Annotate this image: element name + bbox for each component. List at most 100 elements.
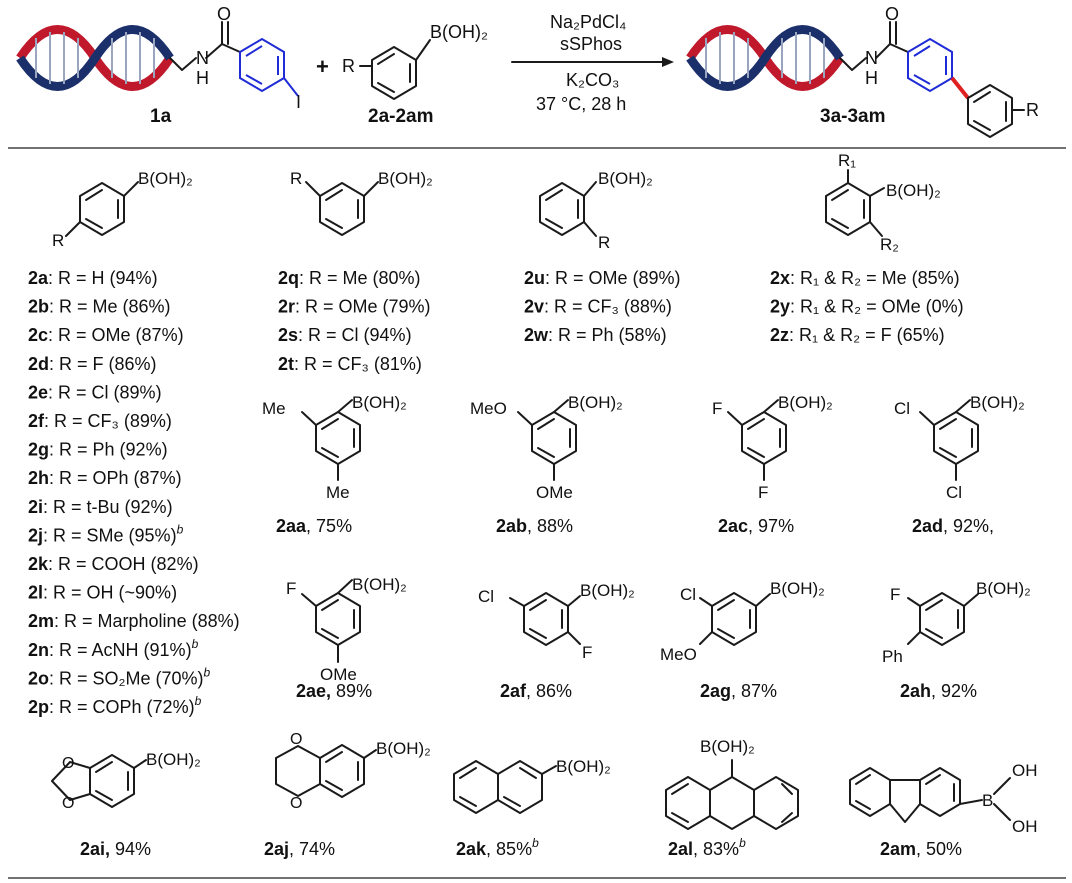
compound-2am-caption: 2am, 50% [880, 839, 962, 859]
entry-2c-text: : R = OMe (87%) [48, 325, 184, 345]
compound-2ab-structure [517, 399, 577, 481]
product-amide-n: N [865, 48, 878, 68]
entry-2y: 2y: R₁ & R₂ = OMe (0%) [770, 297, 964, 317]
meta-structure [305, 181, 379, 236]
entry-2r-text: : R = OMe (79%) [295, 297, 431, 317]
iodine-atom: I [296, 92, 301, 112]
entry-2o-footnote: b [204, 665, 211, 679]
dna-strand-left [16, 25, 174, 91]
entry-2j-text: : R = SMe (95%) [43, 525, 177, 545]
entry-2p-footnote: b [195, 694, 202, 708]
entry-2k-text: : R = COOH (82%) [48, 554, 199, 574]
compound-2ad-structure [919, 399, 979, 481]
amide-o-left: O [217, 4, 231, 24]
compound-2ah-boronic: B(OH)₂ [976, 579, 1031, 598]
compound-2ad-boronic: B(OH)₂ [970, 393, 1025, 412]
entry-2d-id: 2d [28, 354, 49, 374]
compound-2af-boronic: B(OH)₂ [580, 581, 635, 600]
entry-2n: 2n: R = AcNH (91%)b [28, 637, 199, 660]
compound-2ad-sub-b: Cl [946, 483, 962, 502]
compound-2aj-boronic: B(OH)₂ [376, 739, 431, 758]
entry-2j: 2j: R = SMe (95%)b [28, 522, 184, 545]
entry-2u: 2u: R = OMe (89%) [524, 268, 681, 288]
compound-2aa-caption: 2aa, 75% [276, 516, 352, 536]
compound-2aj-o2: O [290, 795, 302, 812]
compound-2ag-structure [699, 592, 771, 646]
ortho-structure [539, 181, 597, 237]
entry-2b-id: 2b [28, 297, 49, 317]
compound-2ae-sub-a: F [286, 579, 296, 598]
entry-2x-id: 2x [770, 268, 790, 288]
compound-2ag-boronic: B(OH)₂ [770, 579, 825, 598]
reagent-catalyst: Na₂PdCl₄ [550, 12, 626, 32]
entry-2l-id: 2l [28, 583, 43, 603]
entry-2k-id: 2k [28, 554, 49, 574]
entry-2a: 2a: R = H (94%) [28, 268, 158, 288]
compound-2ah-sub-b: Ph [882, 647, 903, 666]
entry-2p: 2p: R = COPh (72%)b [28, 694, 202, 717]
disub-entry-list: 2x: R₁ & R₂ = Me (85%)2y: R₁ & R₂ = OMe … [770, 268, 964, 345]
entry-2u-text: : R = OMe (89%) [545, 268, 681, 288]
entry-2z-text: : R₁ & R₂ = F (65%) [789, 325, 945, 345]
compound-2am-boron: B [982, 791, 993, 810]
reaction-conditions: 37 °C, 28 h [536, 94, 626, 114]
product-r-label: R [1026, 100, 1039, 120]
entry-2w: 2w: R = Ph (58%) [524, 325, 667, 345]
compound-2ae-boronic: B(OH)₂ [352, 575, 407, 594]
entry-2q-text: : R = Me (80%) [299, 268, 421, 288]
compound-2ah-structure [907, 592, 979, 646]
iodophenyl-ring [239, 37, 299, 97]
reagent-r-label: R [342, 56, 355, 76]
ortho-r-label: R [598, 233, 610, 252]
compound-2ae-sub-b: OMe [320, 665, 357, 684]
para-structure [65, 181, 139, 237]
entry-2l: 2l: R = OH (~90%) [28, 583, 177, 603]
entry-2n-text: : R = AcNH (91%) [49, 640, 192, 660]
compound-2ac-caption: 2ac, 97% [718, 516, 794, 536]
entry-2n-id: 2n [28, 640, 49, 660]
compound-2af-sub-b: F [582, 643, 592, 662]
entry-2d: 2d: R = F (86%) [28, 354, 157, 374]
entry-2v-id: 2v [524, 297, 544, 317]
entry-2m-id: 2m [28, 611, 54, 631]
disub-r2-label: R₂ [880, 235, 899, 254]
meta-boronic-label: B(OH)₂ [378, 169, 433, 188]
compound-2ac-sub-a: F [712, 399, 722, 418]
entry-2i-text: : R = t-Bu (92%) [43, 497, 173, 517]
compound-2af-structure [509, 592, 581, 646]
compound-2al-caption: 2al, 83%b [668, 836, 746, 859]
amide-n-left: N [196, 48, 209, 68]
entry-2f: 2f: R = CF₃ (89%) [28, 411, 172, 431]
entry-2e-id: 2e [28, 382, 48, 402]
compound-2aa-sub-a: Me [262, 399, 286, 418]
entry-2s: 2s: R = Cl (94%) [278, 325, 412, 345]
compound-2ak-structure [453, 760, 557, 814]
compound-2af-caption: 2af, 86% [500, 681, 572, 701]
entry-2e-text: : R = Cl (89%) [48, 382, 162, 402]
compound-2aj-structure [275, 744, 377, 798]
entry-2o-text: : R = SO₂Me (70%) [49, 668, 204, 688]
dna-strand-right [686, 25, 844, 91]
entry-2j-footnote: b [177, 522, 184, 536]
entry-2u-id: 2u [524, 268, 545, 288]
entry-2f-id: 2f [28, 411, 45, 431]
entry-2l-text: : R = OH (~90%) [43, 583, 177, 603]
product-amide-o: O [885, 4, 899, 24]
compound-2ab-boronic: B(OH)₂ [568, 393, 623, 412]
compound-2ai-structure [51, 754, 147, 808]
entry-2t-id: 2t [278, 354, 294, 374]
product-scaffold [839, 21, 1025, 138]
compound-2aa-sub-b: Me [326, 483, 350, 502]
entry-2v-text: : R = CF₃ (88%) [544, 297, 672, 317]
reagent-base: K₂CO₃ [566, 70, 619, 90]
entry-2i: 2i: R = t-Bu (92%) [28, 497, 173, 517]
boronic-acid-reagent [359, 39, 431, 100]
entry-2z: 2z: R₁ & R₂ = F (65%) [770, 325, 945, 345]
compound-2ad-caption: 2ad, 92%, [912, 516, 994, 536]
compound-3-label: 3a-3am [820, 106, 886, 127]
entry-2e: 2e: R = Cl (89%) [28, 382, 162, 402]
compound-2ac-structure [727, 399, 787, 481]
entry-2c-id: 2c [28, 325, 48, 345]
plus-sign: + [316, 54, 329, 79]
